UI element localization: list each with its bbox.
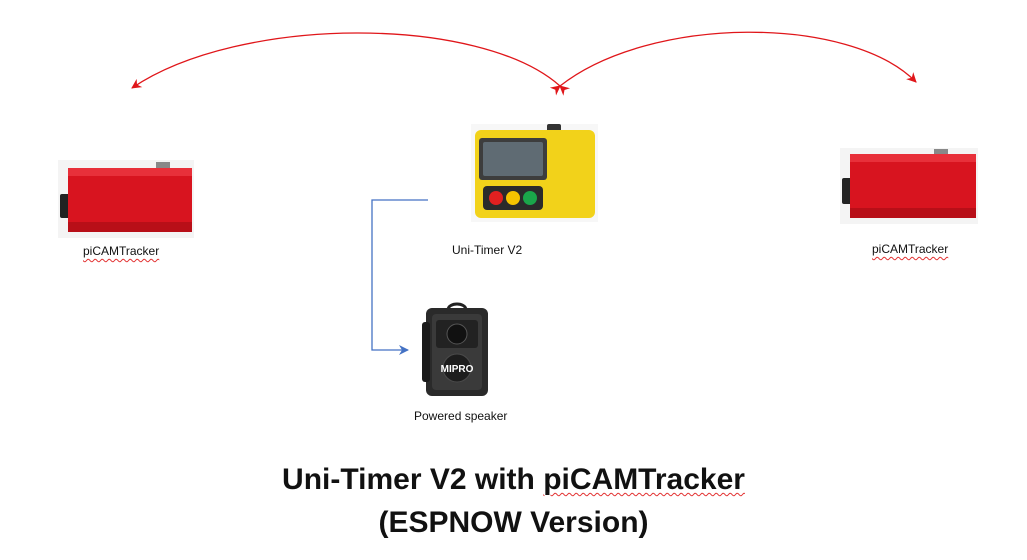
diagram-subtitle: (ESPNOW Version) [378,506,649,539]
arrow-timer-speaker [371,199,428,355]
red-camera-icon [850,154,976,218]
right-tracker-device [840,148,978,224]
left-tracker-label: piCAMTracker [83,244,160,258]
speaker-brand-text: MIPRO [441,364,474,375]
yellow-button-icon [506,191,520,205]
red-button-icon [489,191,503,205]
timer-label: Uni-Timer V2 [452,243,523,257]
timer-device [471,124,598,222]
diagram-title: Uni-Timer V2 with piCAMTracker [0,463,1027,497]
red-camera-icon [68,168,192,232]
diagram-title-product: piCAMTracker [543,463,745,496]
left-tracker-device [58,160,194,238]
speaker-label: Powered speaker [414,409,508,423]
arrow-timer-right-tracker [549,31,917,96]
speaker-device: MIPRO [422,302,488,396]
diagram-title-prefix: Uni-Timer V2 with [282,463,544,496]
green-button-icon [523,191,537,205]
right-tracker-label: piCAMTracker [872,242,949,256]
arrow-timer-left-tracker [131,32,571,96]
